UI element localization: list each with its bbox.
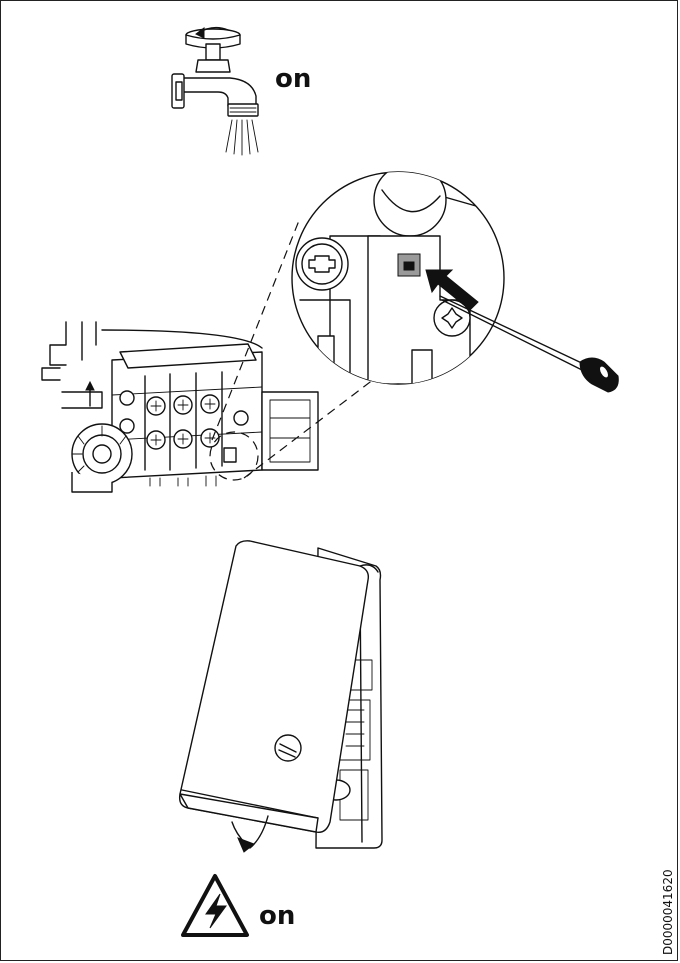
- power-state-label: on: [259, 901, 296, 931]
- document-id: D0000041620: [661, 869, 675, 955]
- faucet-state-label: on: [275, 64, 312, 94]
- insert-arrow-icon: [425, 269, 479, 311]
